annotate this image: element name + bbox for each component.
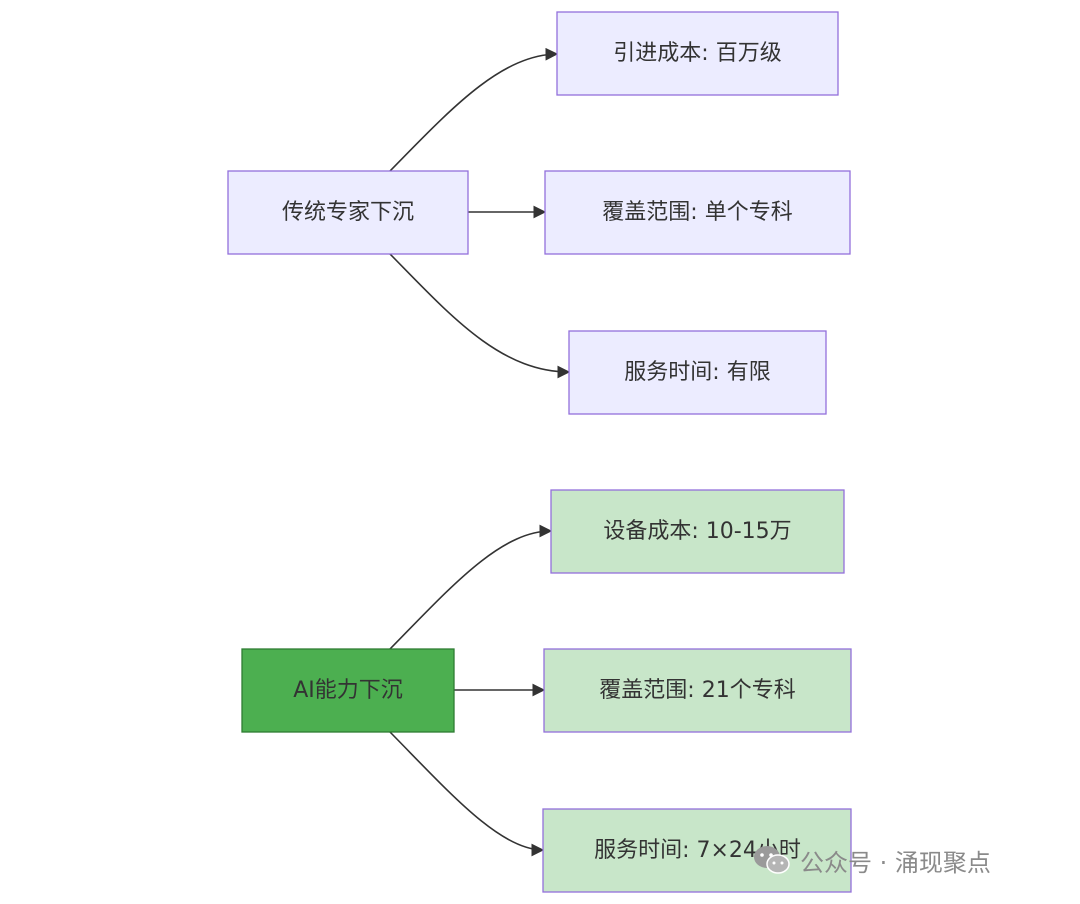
edge-traditional-time (389, 253, 571, 379)
node-traditional-time-label: 服务时间: 有限 (624, 360, 770, 385)
node-ai-time: 服务时间: 7×24小时 (542, 808, 852, 893)
node-ai-capability-box (241, 648, 455, 733)
node-traditional-expert-label: 传统专家下沉 (282, 200, 414, 225)
node-traditional-cost-label: 引进成本: 百万级 (613, 41, 781, 66)
node-traditional-cost-box (556, 11, 839, 96)
node-traditional-coverage-label: 覆盖范围: 单个专科 (602, 200, 792, 225)
wechat-icon (752, 844, 792, 876)
node-traditional-cost: 引进成本: 百万级 (556, 11, 839, 96)
node-traditional-time: 服务时间: 有限 (568, 330, 827, 415)
node-traditional-expert-box (227, 170, 469, 255)
edge-traditional-cost (389, 47, 559, 172)
node-traditional-time-box (568, 330, 827, 415)
node-traditional-coverage: 覆盖范围: 单个专科 (544, 170, 851, 255)
watermark-text: 公众号 · 涌现聚点 (800, 848, 991, 877)
watermark: 公众号 · 涌现聚点 (752, 840, 991, 880)
node-ai-cost-label: 设备成本: 10-15万 (603, 519, 791, 544)
node-ai-capability: AI能力下沉 (241, 648, 455, 733)
node-ai-capability-label: AI能力下沉 (293, 678, 403, 703)
edge-ai-cost (389, 524, 553, 650)
node-ai-time-box (542, 808, 852, 893)
node-traditional-expert: 传统专家下沉 (227, 170, 469, 255)
node-ai-coverage: 覆盖范围: 21个专科 (543, 648, 852, 733)
node-ai-cost: 设备成本: 10-15万 (550, 489, 845, 574)
node-ai-cost-box (550, 489, 845, 574)
node-ai-coverage-box (543, 648, 852, 733)
node-ai-coverage-label: 覆盖范围: 21个专科 (599, 678, 795, 703)
edge-ai-time (389, 731, 545, 857)
node-traditional-coverage-box (544, 170, 851, 255)
